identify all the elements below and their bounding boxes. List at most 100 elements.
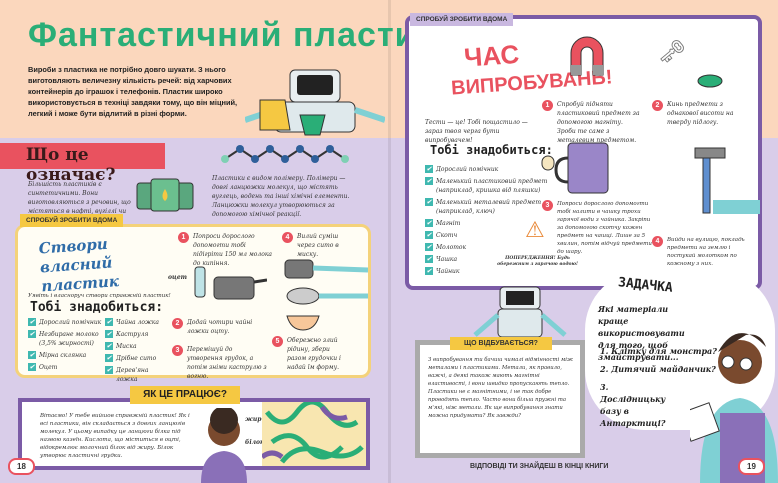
material-item: Чашка — [436, 256, 458, 263]
task-item-2: 2. Дитячий майданчик? — [600, 364, 716, 374]
checkbox-icon: ✔ — [425, 255, 433, 263]
what-happens-heading: ЩО ВІДБУВАЄТЬСЯ? — [450, 337, 552, 350]
how-it-works-heading: ЯК ЦЕ ПРАЦЮЄ? — [130, 386, 240, 404]
activity-title: Створи власний пластик — [38, 234, 120, 296]
material-item: Магніт — [436, 220, 461, 227]
checkbox-icon: ✔ — [105, 318, 113, 326]
meaning-text-right: Пластики є видом полімеру. Полімери — до… — [212, 175, 350, 218]
how-it-works-text: Вітаємо! У тебе вийшов справжній пластик… — [40, 413, 190, 459]
activity-box — [15, 224, 371, 378]
step-text: Кинь предмети з однакової висоти на твер… — [667, 101, 734, 126]
book-spine — [388, 0, 391, 483]
protein-label: білок — [245, 439, 265, 446]
need-heading-right: Тобі знадобиться: — [430, 143, 553, 157]
hammer-illustration — [694, 147, 760, 214]
scientist-2-illustration — [690, 333, 778, 483]
molecule-illustration — [221, 145, 349, 163]
step-3-right: 3 Попроси дорослого допомогти тобі налити… — [542, 200, 652, 256]
step-number: 3 — [542, 200, 553, 211]
checkbox-icon: ✔ — [425, 243, 433, 251]
material-item: Скотч — [436, 232, 458, 239]
warning-text: ПОПЕРЕДЖЕННЯ! Будь обережним з гарячою в… — [497, 256, 578, 267]
step-number: 5 — [272, 336, 283, 347]
materials-list-right: ✔Дорослий помічник ✔Маленький пластикови… — [425, 165, 550, 279]
step-number: 4 — [282, 232, 293, 243]
robot-illustration — [245, 69, 385, 136]
step-1: 1 Попроси дорослого допомогти тобі підігр… — [178, 232, 273, 268]
step-text: Попроси дорослого допомогти тобі підігрі… — [193, 233, 272, 267]
meaning-heading: Що це означає? — [0, 143, 165, 185]
step-2-right: 2 Кинь предмети з однакової висоти на тве… — [652, 100, 742, 127]
step-text: Обережно злий рідину, збери разом грудоч… — [287, 337, 341, 371]
protein-chains-illustration — [262, 402, 366, 466]
material-item: Каструля — [116, 331, 149, 338]
intro-text: Вироби з пластика не потрібно довго шука… — [28, 65, 238, 118]
step-text: Спробуй підняти пластиковий предмет за д… — [557, 101, 640, 144]
checkbox-icon: ✔ — [425, 177, 433, 185]
checkbox-icon: ✔ — [28, 363, 36, 371]
bottle-cap-icon — [697, 74, 723, 88]
saucepan-illustration — [194, 266, 267, 300]
step-1-right: 1 Спробуй підняти пластиковий предмет за … — [542, 100, 642, 145]
answers-note: ВІДПОВІДІ ТИ ЗНАЙДЕШ В КІНЦІ КНИГИ — [470, 463, 609, 470]
oil-barrels-icon — [136, 178, 194, 212]
task-item-1: 1. Клітку для монстра? — [600, 346, 717, 356]
checkbox-icon: ✔ — [105, 366, 113, 374]
checkbox-icon: ✔ — [28, 351, 36, 359]
material-item: Дорослий помічник — [39, 319, 102, 326]
experiment-intro: Тести — це! Тобі пощастило — зараз твоя … — [425, 119, 528, 144]
checkbox-icon: ✔ — [425, 231, 433, 239]
step-number: 1 — [542, 100, 553, 111]
activity-intro: Уявіть і власноруч створи справжній плас… — [28, 293, 171, 299]
sieve-illustration — [284, 259, 368, 331]
checkbox-icon: ✔ — [28, 318, 36, 326]
fat-label: жир — [245, 416, 262, 423]
step-number: 2 — [172, 318, 183, 329]
task-item-3: 3. Дослідницьку базу в Антарктиці? — [600, 382, 666, 428]
material-item: Маленький пластиковий предмет (наприклад… — [436, 178, 548, 194]
key-icon: 🗝 — [658, 40, 686, 65]
materials-list-left-2: ✔Чайна ложка ✔Каструля ✔Миска ✔Дрібне си… — [105, 318, 170, 387]
warning-icon: ⚠ — [525, 218, 545, 243]
step-number: 2 — [652, 100, 663, 111]
checkbox-icon: ✔ — [105, 354, 113, 362]
try-at-home-tag: СПРОБУЙ ЗРОБИТИ ВДОМА — [20, 214, 124, 227]
materials-list-left: ✔Дорослий помічник ✔Незбиране молоко (3,… — [28, 318, 103, 375]
checkbox-icon: ✔ — [28, 330, 36, 338]
material-item: Мірна склянка — [39, 352, 87, 359]
checkbox-icon: ✔ — [105, 342, 113, 350]
step-3: 3 Перемішуй до утворення грудок, а потім … — [172, 345, 267, 381]
page-number-left: 18 — [8, 458, 35, 475]
step-number: 4 — [652, 236, 663, 247]
material-item: Дерев'яна ложка — [116, 367, 149, 383]
checkbox-icon: ✔ — [425, 267, 433, 275]
robot-2-illustration — [473, 286, 567, 338]
checkbox-icon: ✔ — [425, 219, 433, 227]
checkbox-icon: ✔ — [425, 165, 433, 173]
material-item: Оцет — [39, 364, 58, 371]
material-item: Маленький металевий предмет (наприклад, … — [436, 199, 542, 215]
vinegar-label: оцет — [168, 274, 187, 281]
step-5: 5 Обережно злий рідину, збери разом грудо… — [272, 336, 347, 372]
checkbox-icon: ✔ — [105, 330, 113, 338]
material-item: Молоток — [436, 244, 467, 251]
material-item: Дорослий помічник — [436, 166, 499, 173]
page-title: Фантастичний пластик — [28, 16, 435, 54]
task-question: Які матеріали краще використовувати для … — [598, 304, 685, 362]
step-number: 3 — [172, 345, 183, 356]
step-number: 1 — [178, 232, 189, 243]
step-text: Вийди на вулицю, покладь предмети на зем… — [667, 237, 745, 267]
step-4-right: 4 Вийди на вулицю, покладь предмети на зе… — [652, 236, 752, 268]
page-number-right: 19 — [738, 458, 765, 475]
material-item: Чайна ложка — [116, 319, 159, 326]
material-item: Дрібне сито — [116, 355, 157, 362]
step-text: Попроси дорослого допомогти тобі налити … — [557, 201, 652, 255]
material-item: Миска — [116, 343, 137, 350]
scientist-illustration — [201, 408, 247, 483]
material-item: Незбиране молоко (3,5% жирності) — [39, 331, 99, 347]
step-text: Перемішуй до утворення грудок, а потім з… — [187, 346, 267, 380]
checkbox-icon: ✔ — [425, 198, 433, 206]
mug-illustration — [541, 142, 609, 194]
